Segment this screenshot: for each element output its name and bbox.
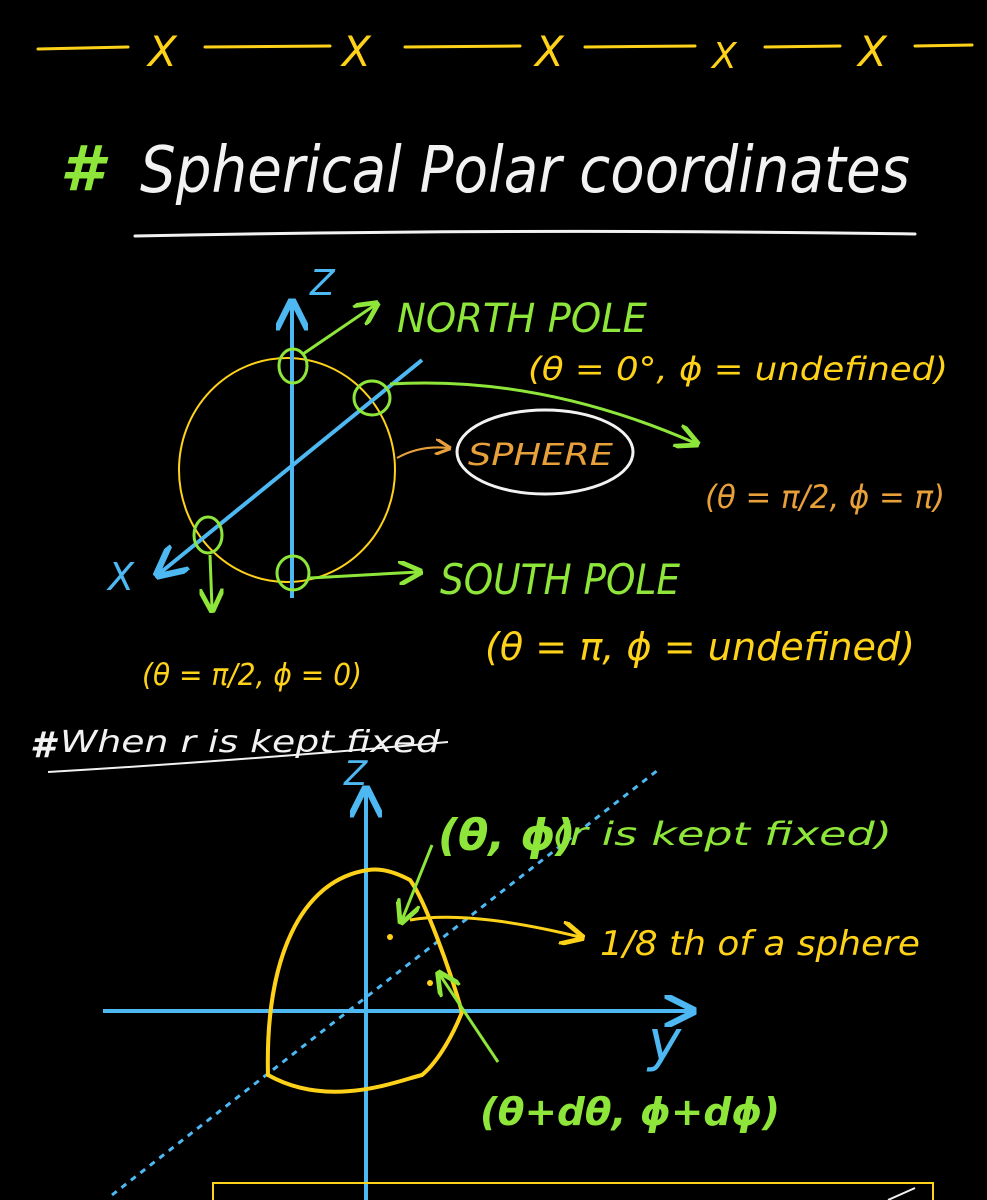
separator-mark-5: X	[856, 27, 888, 76]
octant-boundary	[265, 867, 465, 1094]
bottom-box	[212, 1182, 934, 1200]
north-pole-coords: (θ = 0°, ϕ = undefined)	[528, 350, 948, 388]
south-pole-marker	[275, 554, 311, 592]
separator-mark-4: X	[710, 36, 738, 77]
separator-mark-2: X	[340, 27, 372, 76]
octant-point-1	[387, 934, 393, 940]
south-pole-label: SOUTH POLE	[440, 555, 680, 604]
octant-point-2	[427, 980, 433, 986]
octant-x-axis-dashed	[111, 768, 659, 1197]
point-label: (θ, ϕ)	[438, 810, 576, 861]
fixed-r-hash: #	[30, 725, 59, 766]
octant-diagram: Z y (θ, ϕ) (r is kept fixed) 1/8 th of a…	[103, 754, 920, 1200]
equator-coords-right: (θ = π/2, ϕ = π)	[705, 478, 945, 516]
point-note: (r is kept fixed)	[552, 815, 892, 853]
separator-line	[36, 43, 974, 51]
bottom-box-arrow	[887, 1187, 916, 1200]
separator-mark-3: X	[533, 27, 565, 76]
page-title: Spherical Polar coordinates	[140, 134, 910, 208]
title-hash: #	[60, 132, 109, 205]
sphere-z-axis-label: Z	[309, 263, 336, 304]
north-pole-arrow	[302, 305, 375, 356]
octant-y-axis-label: y	[646, 1009, 682, 1074]
point2-label-arrow	[440, 975, 500, 1063]
point2-label: (θ+dθ, ϕ+dϕ)	[480, 1090, 780, 1134]
sphere-label-outline	[455, 408, 635, 496]
sphere-diagram: Z X NORTH POLE (θ = 0°, ϕ = undefined) S…	[106, 263, 948, 693]
point-label-arrow	[402, 844, 434, 920]
fixed-r-heading-underline	[47, 741, 449, 773]
octant-note: 1/8 th of a sphere	[600, 924, 920, 964]
north-pole-label: NORTH POLE	[397, 296, 648, 342]
sphere-label: SPHERE	[468, 438, 613, 473]
separator-mark-1: X	[146, 27, 178, 76]
north-pole-marker	[277, 347, 309, 385]
equator-arrow-right	[389, 381, 695, 443]
sphere-label-arrow	[396, 447, 448, 459]
sphere-circle	[178, 357, 396, 583]
sphere-x-axis-label: X	[106, 555, 135, 599]
south-pole-coords: (θ = π, ϕ = undefined)	[485, 625, 915, 669]
equator-marker-left	[192, 515, 224, 555]
fixed-r-heading: When r is kept fixed	[60, 725, 441, 760]
title-underline	[133, 229, 917, 238]
octant-note-arrow	[409, 915, 580, 937]
x-axis-arrow	[160, 358, 424, 573]
equator-marker-right	[352, 379, 392, 417]
equator-arrow-down	[210, 554, 212, 608]
octant-z-axis-label: Z	[343, 754, 368, 794]
south-pole-arrow	[309, 572, 418, 578]
equator-coords-left: (θ = π/2, ϕ = 0)	[142, 658, 362, 693]
